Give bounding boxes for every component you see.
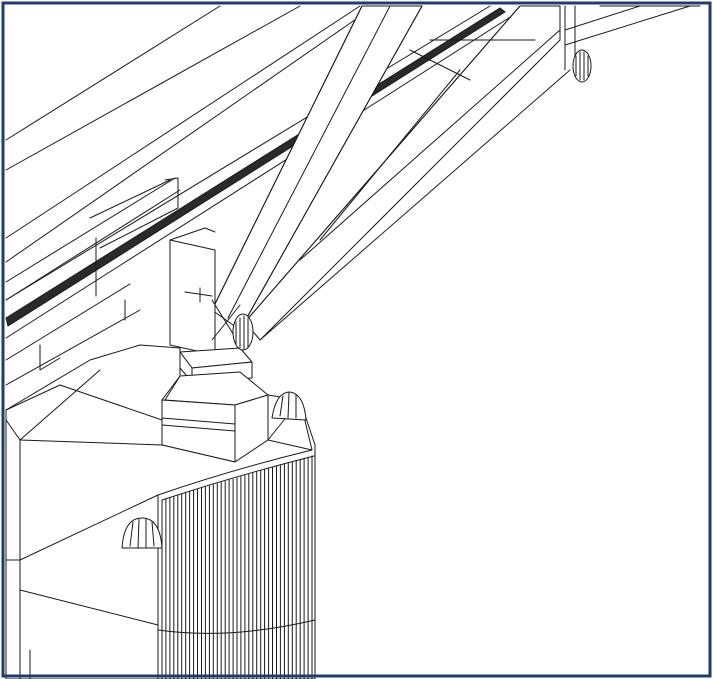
pedestal-block (161, 347, 269, 463)
rivet-bolt-icon (271, 391, 307, 421)
rivet-bolt-icon (121, 517, 163, 549)
upper-deck-lines (5, 5, 373, 301)
diagonal-strut-left (211, 5, 423, 331)
cylinder-ribs (161, 455, 313, 679)
rivet-bolt-icon (232, 313, 254, 351)
top-right-rail (547, 5, 701, 71)
rivet-bolt-icon (572, 49, 592, 83)
diagonal-strut-right (244, 5, 571, 341)
main-girder (5, 5, 516, 386)
